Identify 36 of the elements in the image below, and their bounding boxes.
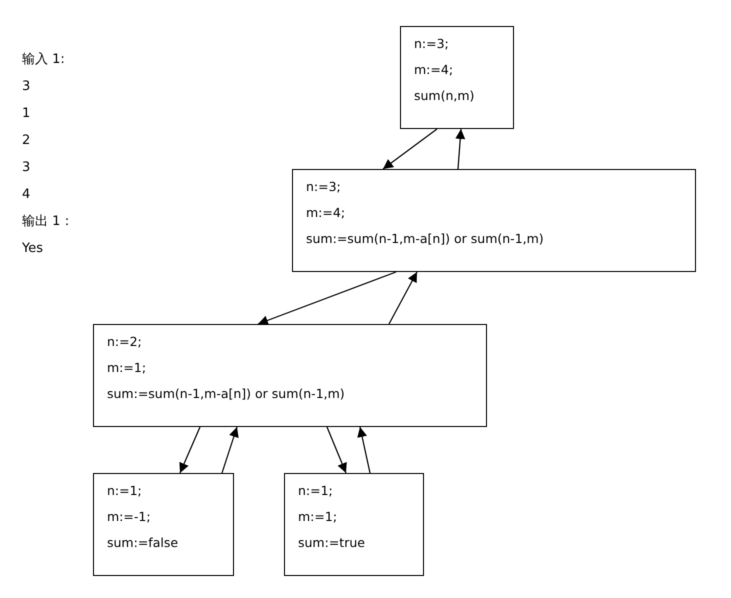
sample-io-text: 2 <box>22 132 30 150</box>
arrow <box>455 128 466 170</box>
code-line: sum:=sum(n-1,m-a[n]) or sum(n-1,m) <box>306 230 544 248</box>
code-line: sum(n,m) <box>414 87 474 105</box>
arrow <box>326 426 347 474</box>
sample-io-text: Yes <box>22 240 43 258</box>
code-line: n:=2; <box>107 333 142 351</box>
sample-io-text: 4 <box>22 186 30 204</box>
arrow <box>221 426 239 474</box>
state-box <box>93 473 234 576</box>
sample-io-text: 1 <box>22 105 30 123</box>
code-line: m:=4; <box>306 204 346 222</box>
state-box <box>292 169 696 272</box>
code-line: m:=-1; <box>107 508 151 526</box>
state-box <box>400 26 514 129</box>
code-line: m:=1; <box>298 508 338 526</box>
sample-io-text: 3 <box>22 78 30 96</box>
sample-io-text: 输入 1: <box>22 51 65 69</box>
code-line: sum:=false <box>107 534 178 552</box>
code-line: n:=1; <box>107 482 142 500</box>
arrow <box>388 272 418 324</box>
arrow <box>357 426 371 474</box>
arrow <box>258 271 396 326</box>
arrow <box>382 128 438 170</box>
code-line: m:=4; <box>414 61 454 79</box>
arrow <box>179 426 201 474</box>
code-line: n:=3; <box>306 178 341 196</box>
code-line: sum:=sum(n-1,m-a[n]) or sum(n-1,m) <box>107 385 345 403</box>
code-line: sum:=true <box>298 534 365 552</box>
code-line: n:=3; <box>414 35 449 53</box>
state-box <box>93 324 487 427</box>
sample-io-text: 3 <box>22 159 30 177</box>
state-box <box>284 473 424 576</box>
sample-io-text: 输出 1： <box>22 213 74 231</box>
code-line: m:=1; <box>107 359 146 377</box>
code-line: n:=1; <box>298 482 333 500</box>
